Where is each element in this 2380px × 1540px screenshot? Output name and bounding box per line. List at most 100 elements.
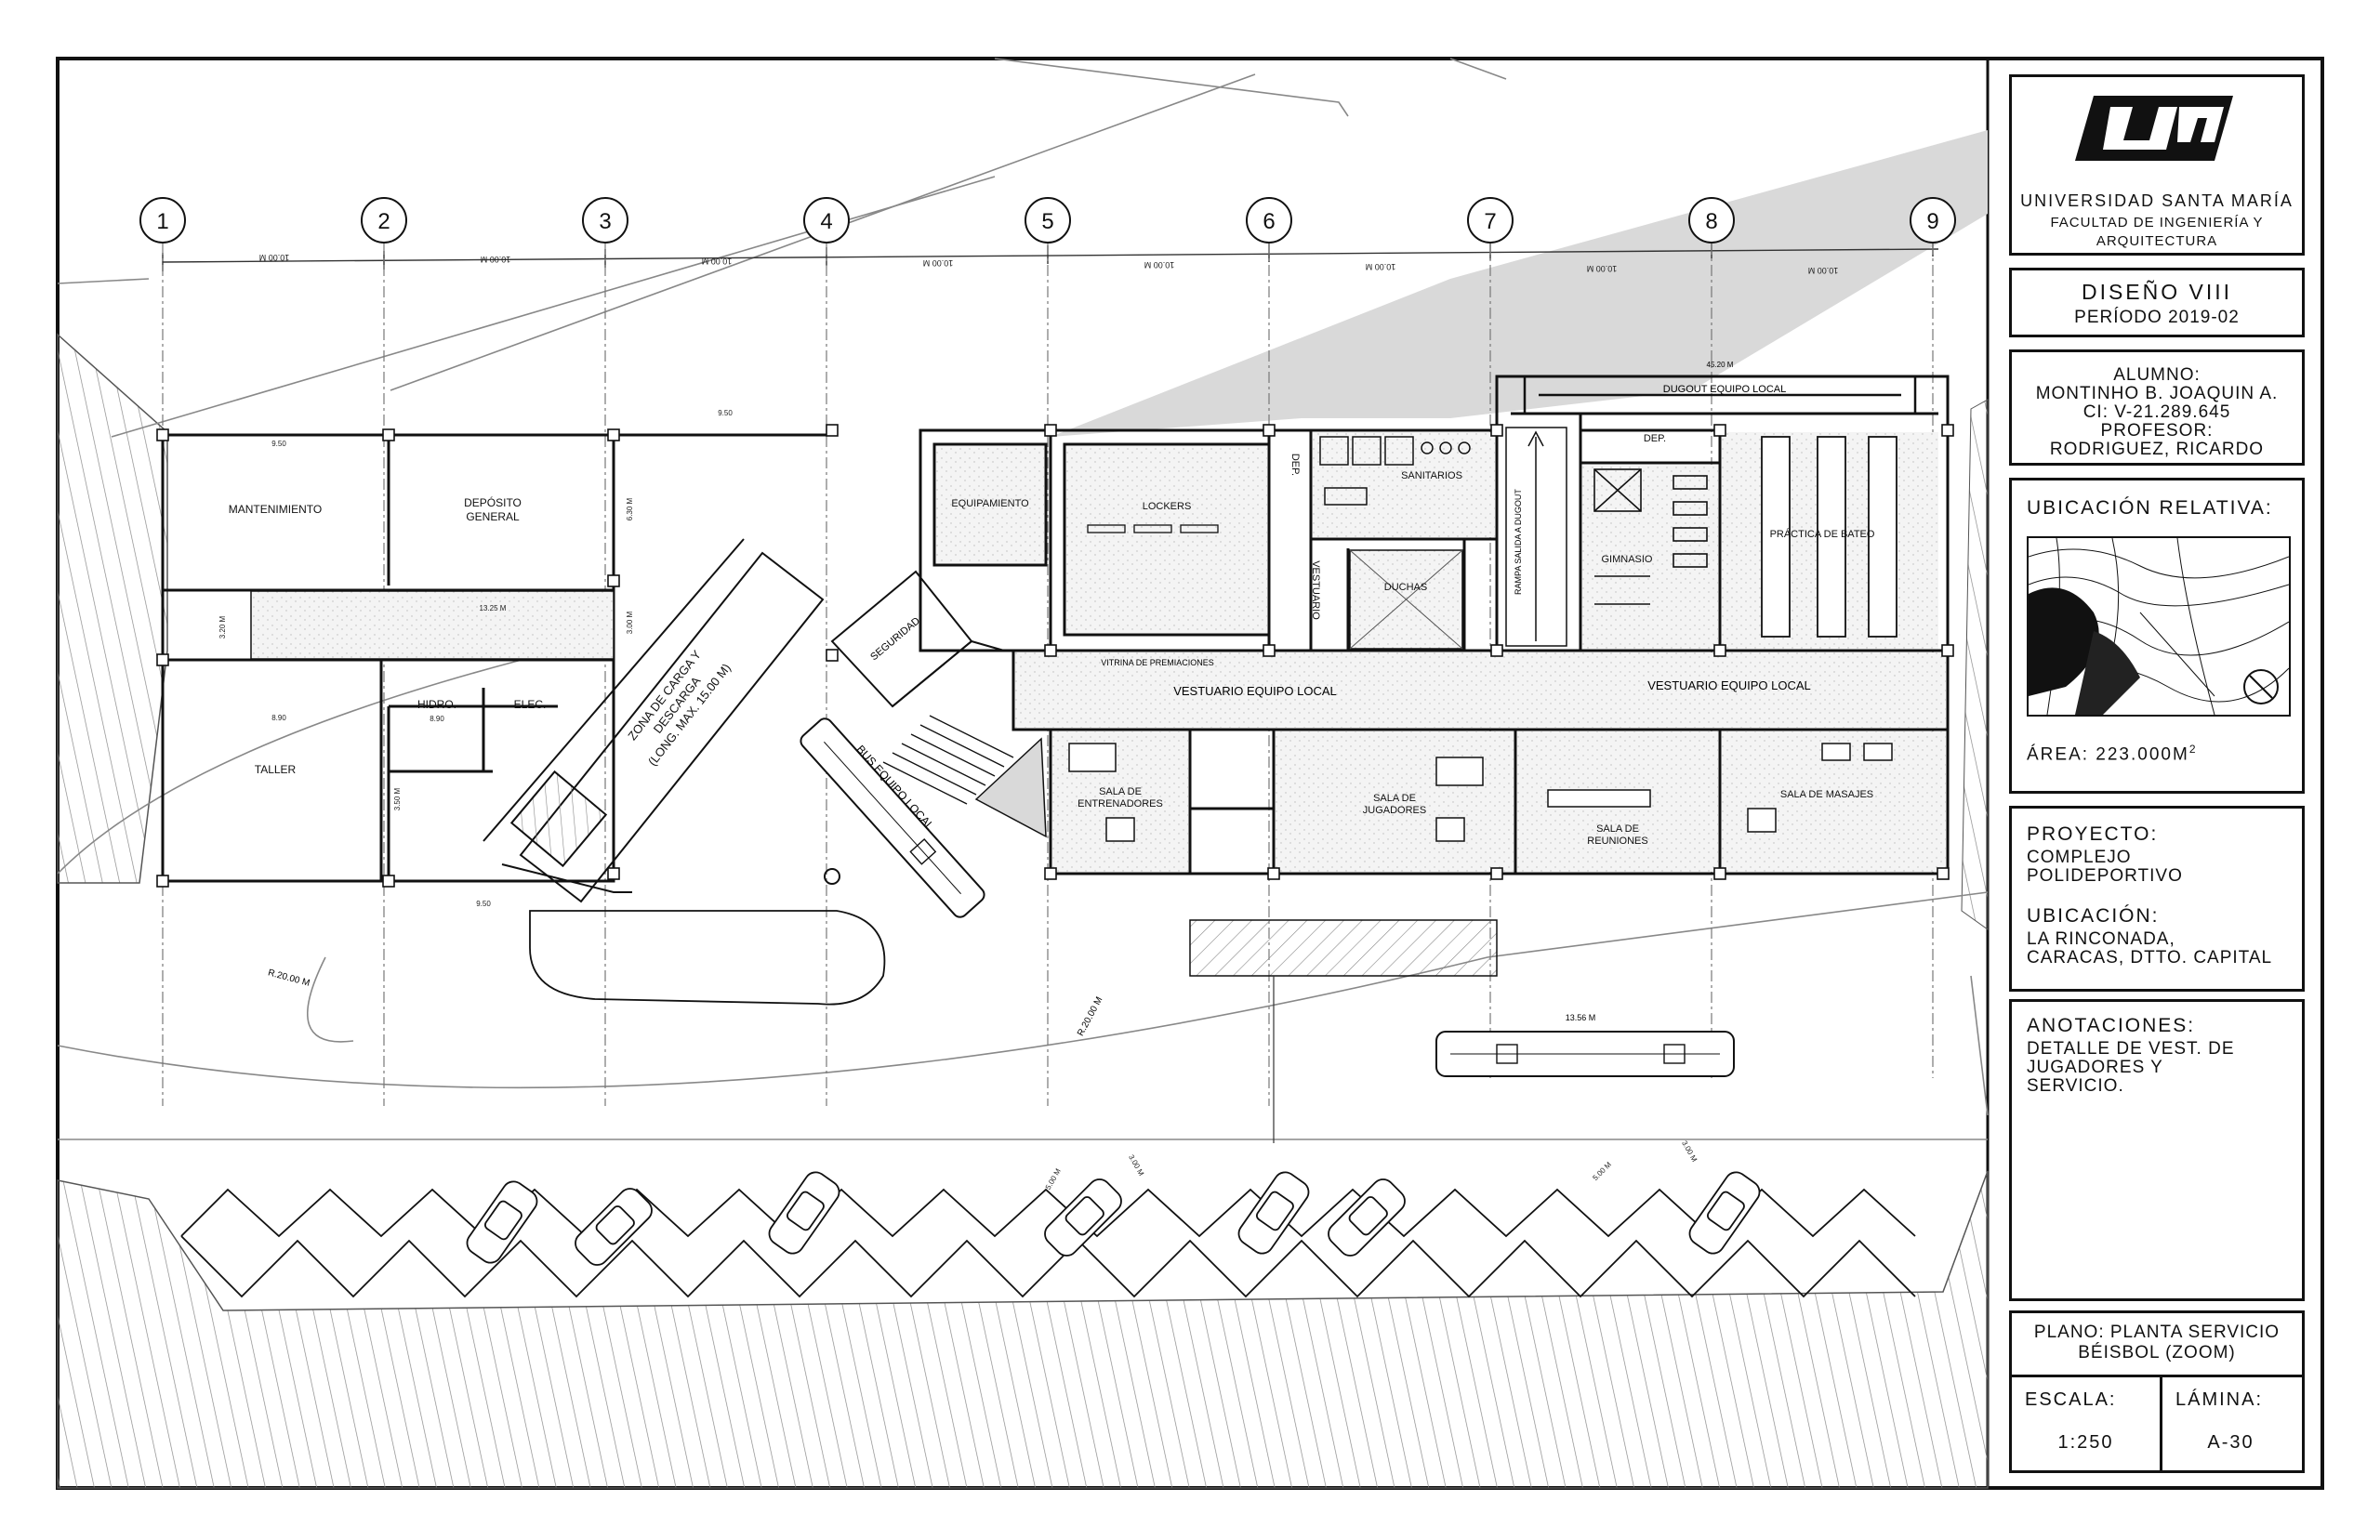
title-block-university: UNIVERSIDAD SANTA MARÍA FACULTAD DE INGE… [2009,74,2305,256]
room-hidro: HIDRO. [417,698,456,711]
truck-icon [509,770,608,868]
room-jugadores-line2: JUGADORES [1363,805,1426,816]
room-elec: ELEC. [514,698,547,711]
grid-bubble-circle [582,197,628,244]
parking-zigzag [180,1188,1916,1298]
hatched-strip [1189,919,1498,977]
room-entrenadores-line2: ENTRENADORES [1078,798,1163,809]
room-deposito-line1: DEPÓSITO [464,495,522,509]
grid-bubble-label: 9 [1926,209,1938,234]
grid-bubble-circle [1025,197,1071,244]
loading-zone [483,538,825,903]
axis-dim-7: 10.00 M [1587,264,1618,273]
security-booth [830,570,1005,708]
alumno-name: MONTINHO B. JOAQUIN A. [2035,384,2279,403]
site-gray-area [1051,130,1988,437]
grid-bubble-9: 9 [1910,197,1956,244]
title-block-people: ALUMNO: MONTINHO B. JOAQUIN A. CI: V-21.… [2009,349,2305,466]
course-title: DISEÑO VIII [2081,280,2233,304]
column [607,428,620,441]
title-block-sheet-info: PLANO: PLANTA SERVICIO BÉISBOL (ZOOM) ES… [2009,1310,2305,1473]
terrain-hatch-right [1961,399,1989,930]
toilet-fixtures [1319,436,1471,506]
grid-bubble-label: 8 [1705,209,1717,234]
label-vestuario-2: VESTUARIO EQUIPO LOCAL [1647,678,1811,692]
column [607,574,620,587]
escala-label: ESCALA: [2025,1389,2117,1410]
column [1937,867,1950,880]
room-taller: TALLER [255,763,297,776]
column [156,428,169,441]
axis-dim-2: 10.00 M [481,255,511,264]
grid-bubble-circle [139,197,186,244]
room-dep: DEP. [1289,454,1301,476]
column [607,867,620,880]
grid-bubble-circle [1910,197,1956,244]
column [156,875,169,888]
car-roof [786,1191,825,1231]
area-label: ÁREA: 223.000M [2027,744,2189,765]
plano-line2: BÉISBOL (ZOOM) [2078,1343,2236,1362]
car-roof [1064,1196,1104,1236]
label-ramp: RAMPA SALIDA A DUGOUT [1514,489,1523,595]
column [826,649,839,662]
room-lockers: LOCKERS [1143,501,1192,512]
room-masajes: SALA DE MASAJES [1780,789,1873,800]
structural-columns [156,424,1954,888]
column [1490,644,1503,657]
car-icon [1044,1178,1122,1257]
grid-bubble-label: 1 [156,209,168,234]
column [1490,424,1503,437]
proyecto-line2: POLIDEPORTIVO [2027,866,2183,886]
dugout [1523,375,1917,415]
area-value: ÁREA: 223.000M2 [2027,743,2198,765]
column [382,428,395,441]
proyecto-line1: COMPLEJO [2027,848,2132,867]
room-jugadores-line1: SALA DE [1373,793,1416,804]
column [1713,424,1726,437]
usm-logo-icon [2075,96,2233,161]
axis-dim-6: 10.00 M [1366,262,1396,271]
title-block-location-map: UBICACIÓN RELATIVA: ÁREA: 223.000M2 [2009,478,2305,794]
dim-bus: 13.56 M [1566,1013,1596,1022]
dim-parapet: 9.50 [271,440,286,448]
car-roof [595,1205,635,1245]
car-roof [1255,1191,1294,1231]
anotaciones-label: ANOTACIONES: [2027,1015,2196,1036]
column [156,653,169,666]
location-minimap [2027,536,2291,717]
column [1044,424,1057,437]
room-bateo: PRÁCTICA DE BATEO [1770,528,1875,540]
room-deposito-line2: GENERAL [466,510,520,523]
grid-bubble-6: 6 [1246,197,1292,244]
axis-dim-4: 10.00 M [923,258,954,268]
car-roof [1706,1191,1745,1231]
room-equipamiento: EQUIPAMIENTO [951,498,1029,509]
label-dugout: DUGOUT EQUIPO LOCAL [1663,384,1786,395]
dim-corridor-height: 3.20 M [218,615,227,638]
escala-value: 1:250 [2057,1432,2114,1453]
traffic-island [529,910,886,1006]
room-vestuario-vertical: VESTUARIO [1310,560,1321,620]
dim-loading: 6.30 M [626,497,634,520]
alumno-ci: CI: V-21.289.645 [2082,402,2231,422]
title-block-course: DISEÑO VIII PERÍODO 2019-02 [2009,268,2305,337]
grid-bubble-1: 1 [139,197,186,244]
dim-bottom-service: 9.50 [476,900,491,908]
axis-dim-8: 10.00 M [1808,266,1839,275]
dim-loading-w: 3.00 M [626,611,634,634]
axis-dim-1: 10.00 M [259,253,290,262]
column [1490,867,1503,880]
room-gimnasio: GIMNASIO [1601,554,1652,565]
furniture [1068,743,1893,842]
grid-bubble-circle [361,197,407,244]
car-icon [466,1180,538,1264]
grid-bubble-label: 5 [1041,209,1053,234]
car-icon [768,1171,840,1255]
bus-icon [800,717,985,918]
ubicacion-line1: LA RINCONADA, [2027,929,2175,949]
label-vestuario-1: VESTUARIO EQUIPO LOCAL [1173,684,1337,698]
column [1941,424,1954,437]
floor-gimnasio [1582,465,1718,649]
